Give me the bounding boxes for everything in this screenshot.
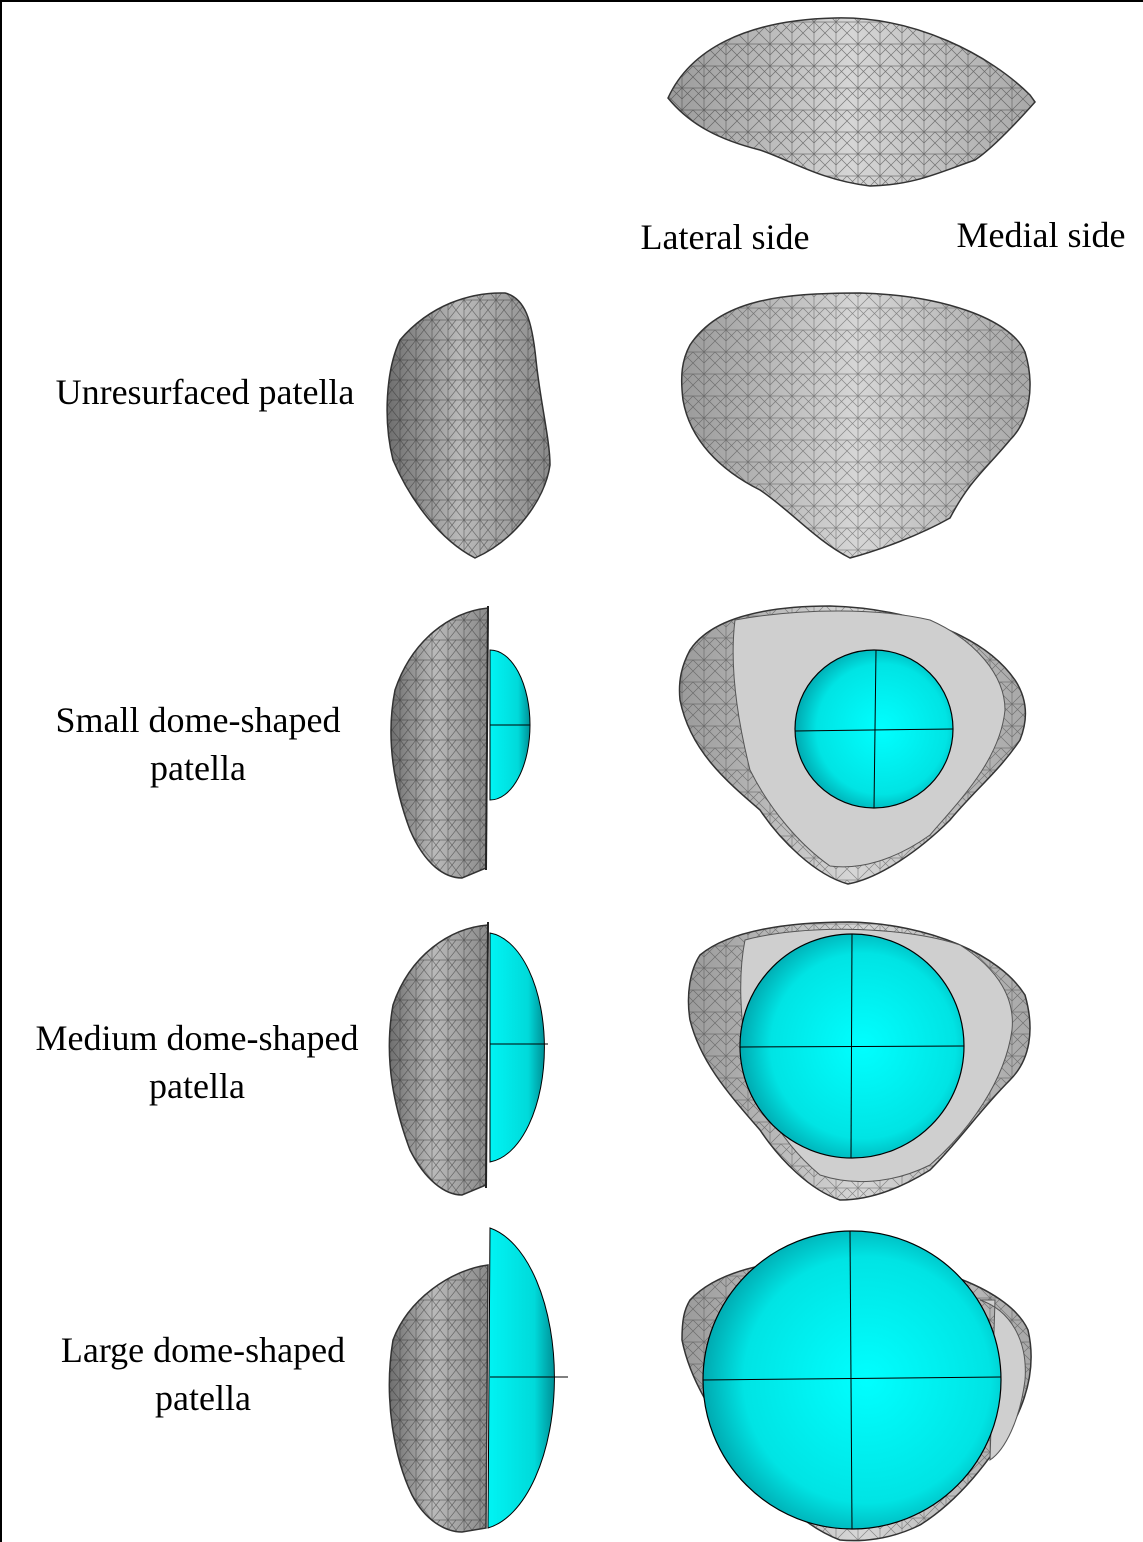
medial-side-label: Medial side [942,211,1140,259]
row-unresurfaced-side-view [387,293,550,558]
row-label-small-line1: Small dome-shaped [20,696,376,744]
row-label-large-line2: patella [20,1374,386,1422]
row-large-front-view [682,1231,1031,1541]
row-medium-front-view [688,922,1030,1200]
row-label-unresurfaced: Unresurfaced patella [20,368,390,416]
row-small-front-view [679,606,1025,884]
row-unresurfaced-front-view [682,293,1030,558]
patella-top-view [668,18,1035,186]
row-label-medium-line1: Medium dome-shaped [14,1014,380,1062]
row-label-large-line1: Large dome-shaped [20,1326,386,1374]
lateral-side-label: Lateral side [620,213,830,261]
row-medium-side-view [389,922,548,1195]
row-label-medium-line2: patella [14,1062,380,1110]
row-label-small-line2: patella [20,744,376,792]
row-small-side-view [391,606,530,878]
row-large-side-view [389,1228,568,1532]
